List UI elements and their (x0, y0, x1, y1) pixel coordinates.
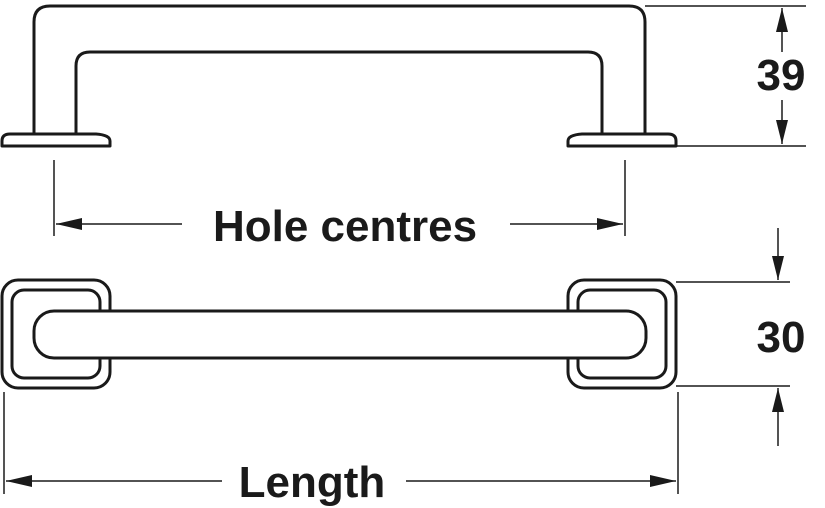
height-arrow-up (776, 8, 788, 32)
width-arrow-down (772, 256, 784, 280)
height-dimension: 39 (645, 5, 806, 147)
width-arrow-up (772, 388, 784, 412)
handle-top-view (0, 278, 678, 390)
grip-bar (32, 309, 648, 360)
handle-side-outline (32, 4, 647, 134)
right-foot-plate (566, 132, 678, 148)
length-arrow-right (650, 475, 676, 487)
length-label: Length (239, 458, 386, 507)
width-dimension: 30 (676, 228, 805, 446)
length-arrow-left (6, 475, 32, 487)
width-value: 30 (757, 313, 806, 362)
handle-side-inner-contour (74, 50, 604, 134)
height-value: 39 (757, 51, 806, 100)
length-dimension: Length (3, 392, 679, 507)
hole-centres-dimension: Hole centres (53, 160, 626, 251)
hole-centres-arrow-right (597, 218, 623, 230)
height-arrow-down (776, 120, 788, 144)
hole-centres-label: Hole centres (213, 202, 477, 251)
handle-side-view (0, 4, 678, 148)
hole-centres-arrow-left (56, 218, 82, 230)
left-foot-plate (0, 132, 112, 148)
